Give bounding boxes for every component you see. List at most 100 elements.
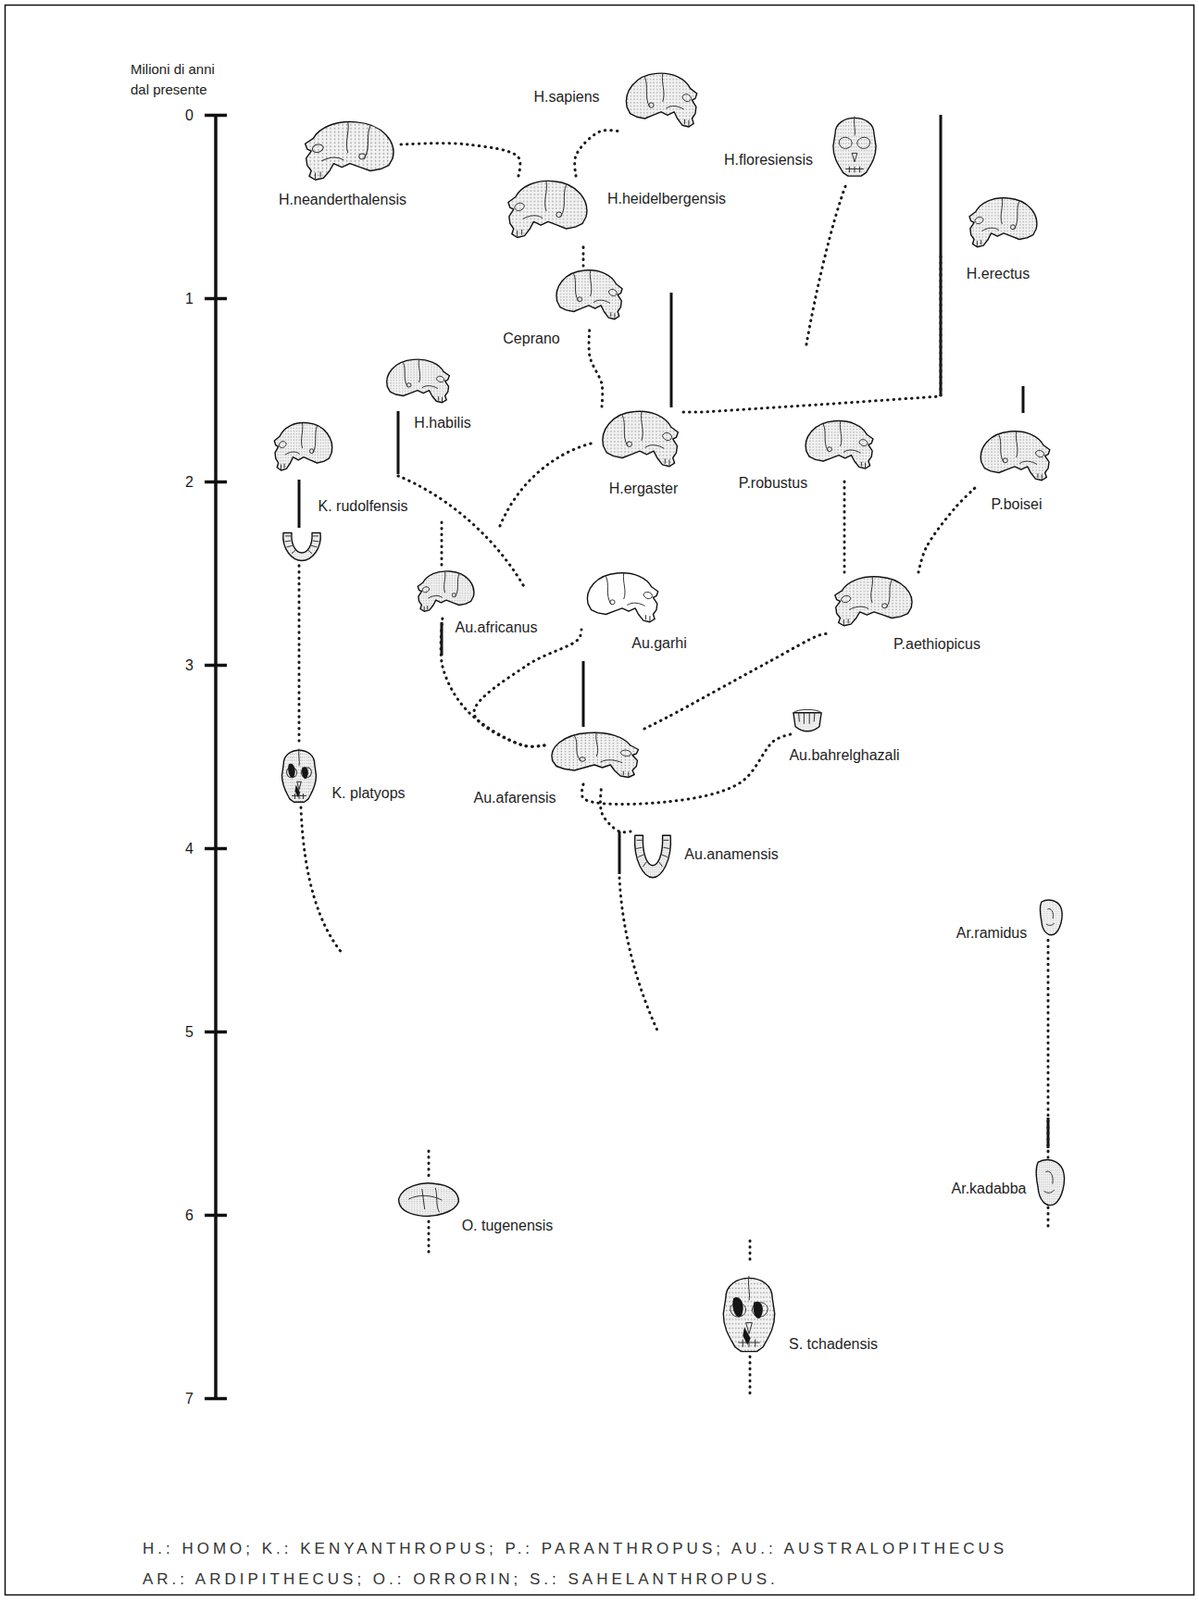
skull-detail: [517, 229, 523, 238]
species-name: H.heidelbergensis: [605, 190, 728, 208]
skull-figure: [508, 180, 588, 238]
skull-outline: [805, 421, 874, 469]
skull-detail: [312, 144, 324, 153]
skull-drawing: [581, 568, 663, 630]
skull-detail: [451, 593, 456, 598]
skull-detail: [643, 591, 653, 599]
axis-tick-label: 2: [183, 473, 196, 490]
range-bar: [397, 411, 400, 475]
skull-detail: [665, 106, 684, 111]
skull-detail: [309, 449, 313, 454]
skull-shadow: [287, 763, 296, 778]
skull-drawing: [1028, 1157, 1072, 1206]
skull-drawing: [596, 406, 684, 475]
species-name: H.erectus: [964, 265, 1032, 283]
skull-detail: [424, 605, 428, 611]
time-axis: [204, 113, 227, 1400]
skull-detail: [748, 1275, 750, 1300]
species-name: H.neanderthalensis: [276, 191, 409, 209]
skull-detail: [363, 125, 371, 159]
skull-shadow: [732, 1297, 743, 1317]
species-skull: K. platyops: [273, 740, 325, 804]
species-name: K. platyops: [329, 785, 407, 802]
skull-detail: [859, 439, 868, 447]
species-skull: Au.anamensis: [630, 830, 675, 879]
skull-figure: [833, 116, 876, 177]
skull-detail: [596, 733, 599, 758]
species-name: H.sapiens: [531, 88, 601, 106]
axis-tick-label: 7: [183, 1389, 196, 1407]
skull-detail: [620, 749, 632, 757]
abbreviation-key: AR.: ARDIPITHECUS; O.: ORRORIN; S.: SAHE…: [140, 1570, 781, 1589]
skull-outline: [508, 180, 588, 238]
skull-detail: [886, 579, 892, 608]
species-skull: H.habilis: [381, 355, 454, 410]
skull-detail: [636, 839, 670, 867]
skull-detail: [826, 447, 832, 452]
skull-detail: [871, 576, 874, 603]
skull-figure: [1036, 1160, 1064, 1206]
skull-drawing: [395, 1178, 463, 1220]
skull-detail: [444, 571, 446, 593]
skull-figure: [399, 1183, 460, 1217]
species-skull: S. tchadensis: [710, 1264, 788, 1354]
skull-shadow: [301, 766, 309, 779]
skull-detail: [438, 396, 443, 402]
species-skull: Ceprano: [550, 265, 627, 327]
species-name: Au.africanus: [453, 619, 540, 637]
species-skull: H.erectus: [936, 193, 1043, 255]
species-name: H.ergaster: [607, 480, 681, 498]
skull-detail: [623, 573, 625, 600]
skull-detail: [661, 73, 664, 102]
skull-figure: [805, 421, 874, 469]
skull-outline: [635, 835, 672, 878]
skull-figure: [793, 709, 822, 731]
skull-detail: [545, 181, 548, 212]
skull-figure: [274, 423, 332, 471]
skull-detail: [523, 215, 544, 220]
skull-detail: [422, 386, 438, 389]
skull-detail: [799, 712, 815, 725]
axis-tick-label: 5: [183, 1023, 196, 1040]
dotted-lineage: [806, 181, 848, 345]
dotted-lineage: [398, 475, 526, 590]
skull-outline: [625, 73, 697, 127]
dotted-lineage: [300, 807, 343, 954]
range-bar: [618, 831, 622, 875]
skull-detail: [626, 441, 633, 448]
page-frame: [5, 5, 1195, 1596]
species-skull: H.sapiens: [620, 68, 702, 136]
skull-figure: [282, 749, 317, 803]
species-skull: Au.garhi: [581, 568, 663, 630]
axis-tick-label: 4: [183, 839, 196, 857]
species-skull: H.heidelbergensis: [502, 175, 594, 247]
axis-tick: [204, 113, 227, 118]
skull-outline: [551, 732, 639, 777]
skull-detail: [359, 153, 366, 160]
skull-detail: [974, 216, 984, 224]
dotted-lineage: [1047, 1207, 1050, 1232]
skull-detail: [556, 212, 563, 218]
skull-detail: [644, 76, 650, 107]
skull-drawing: [1034, 898, 1068, 936]
skull-detail: [843, 449, 861, 453]
skull-detail: [574, 273, 579, 301]
skull-detail: [406, 383, 412, 388]
skull-outline: [835, 576, 912, 626]
skull-detail: [839, 421, 842, 447]
lineage-line: [588, 326, 603, 407]
species-skull: H.floresiensis: [822, 107, 887, 178]
skull-figure: [556, 270, 623, 320]
skull-detail: [664, 458, 670, 465]
skull-detail: [882, 603, 888, 609]
skull-figure: [723, 1275, 775, 1352]
skull-detail: [436, 375, 445, 382]
skull-figure: [387, 359, 450, 403]
skull-detail: [346, 122, 349, 153]
skull-figure: [625, 73, 697, 127]
skull-detail: [298, 749, 300, 767]
skull-detail: [838, 137, 852, 149]
skull-detail: [646, 614, 650, 622]
skull-outline: [1039, 899, 1062, 936]
